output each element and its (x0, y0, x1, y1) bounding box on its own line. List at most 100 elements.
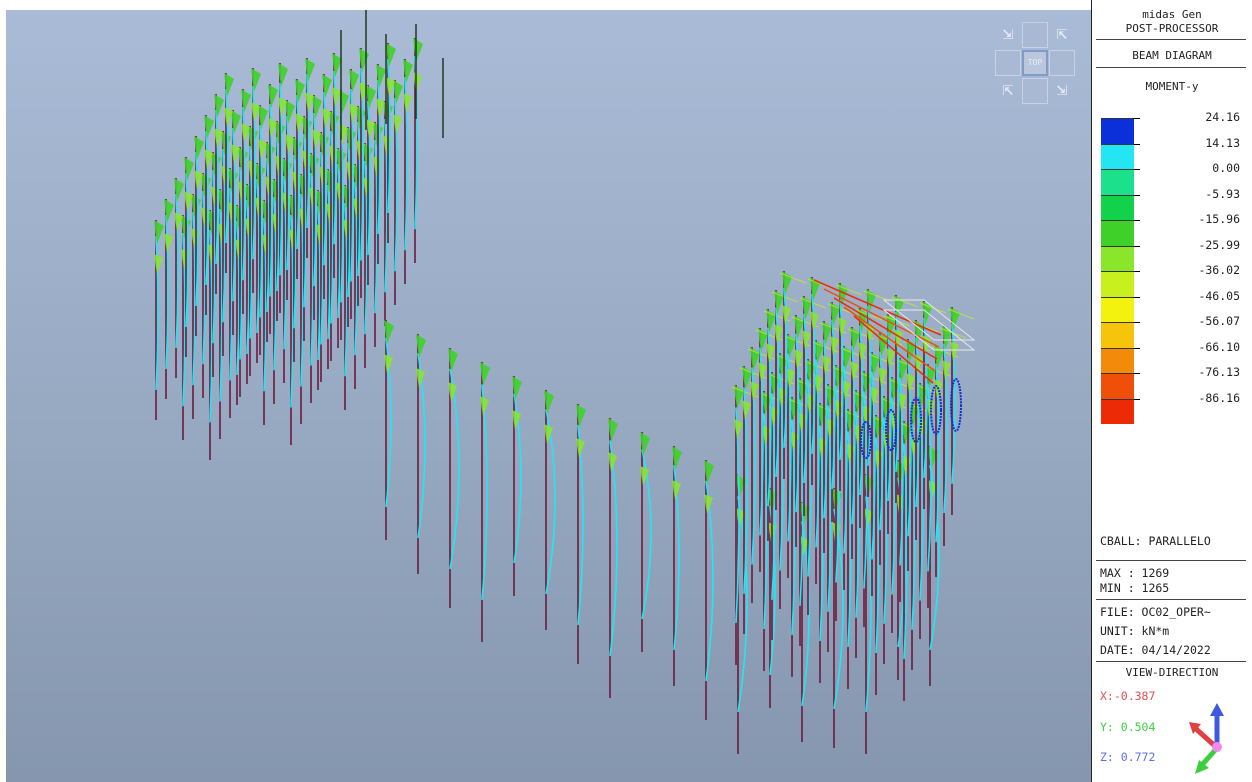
moment-diagram-wedge[interactable] (241, 123, 250, 143)
moment-diagram-wedge[interactable] (214, 128, 223, 148)
moment-diagram-curve[interactable] (811, 293, 816, 454)
moment-diagram-wedge[interactable] (194, 170, 203, 190)
moment-diagram-wedge[interactable] (842, 380, 851, 400)
moment-diagram-wedge[interactable] (278, 97, 287, 117)
moment-diagram-wedge[interactable] (950, 341, 959, 361)
moment-diagram-wedge[interactable] (184, 157, 194, 181)
moment-diagram-wedge[interactable] (384, 354, 393, 374)
moment-diagram-curve[interactable] (165, 214, 169, 370)
moment-diagram-curve[interactable] (347, 142, 351, 298)
view-cube-face-right[interactable] (1049, 50, 1075, 76)
moment-diagram-wedge[interactable] (258, 105, 268, 129)
moment-diagram-wedge[interactable] (204, 149, 213, 169)
moment-diagram-curve[interactable] (737, 496, 748, 713)
moment-diagram-curve[interactable] (225, 88, 229, 244)
moment-diagram-wedge[interactable] (231, 110, 241, 134)
moment-diagram-wedge[interactable] (906, 373, 915, 393)
moment-diagram-wedge[interactable] (838, 317, 847, 337)
moment-diagram-wedge[interactable] (878, 367, 887, 387)
moment-diagram-wedge[interactable] (544, 424, 553, 444)
moment-diagram-wedge[interactable] (349, 69, 359, 93)
view-cube[interactable]: ⇲ ⇱ TOP ⇱ ⇲ (991, 22, 1081, 112)
moment-diagram-wedge[interactable] (794, 349, 803, 369)
moment-diagram-curve[interactable] (296, 94, 300, 250)
critical-moment-line[interactable] (853, 315, 934, 384)
moment-diagram-wedge[interactable] (576, 438, 585, 458)
moment-diagram-wedge[interactable] (251, 68, 261, 92)
moment-diagram-wedge[interactable] (386, 77, 395, 97)
critical-moment-line[interactable] (823, 288, 940, 348)
moment-diagram-wedge[interactable] (672, 446, 682, 470)
moment-diagram-curve[interactable] (783, 287, 788, 448)
moment-diagram-wedge[interactable] (332, 53, 342, 77)
moment-diagram-wedge[interactable] (480, 396, 489, 416)
critical-moment-line[interactable] (833, 297, 938, 360)
moment-diagram-curve[interactable] (337, 163, 341, 319)
moment-diagram-curve[interactable] (205, 130, 209, 286)
positive-moment-diagram[interactable] (950, 378, 962, 432)
moment-diagram-wedge[interactable] (640, 466, 649, 486)
moment-diagram-wedge[interactable] (164, 233, 173, 253)
moment-diagram-wedge[interactable] (154, 254, 163, 274)
moment-diagram-curve[interactable] (215, 109, 219, 265)
moment-diagram-wedge[interactable] (231, 144, 240, 164)
moment-diagram-curve[interactable] (246, 199, 250, 355)
moment-diagram-curve[interactable] (951, 323, 956, 484)
moment-diagram-wedge[interactable] (285, 100, 295, 124)
moment-diagram-wedge[interactable] (366, 85, 376, 109)
moment-diagram-wedge[interactable] (870, 386, 879, 406)
moment-diagram-wedge[interactable] (295, 113, 304, 133)
moment-diagram-curve[interactable] (306, 73, 310, 229)
moment-diagram-wedge[interactable] (886, 348, 895, 368)
moment-diagram-curve[interactable] (185, 172, 189, 328)
moment-diagram-curve[interactable] (377, 79, 381, 235)
moment-diagram-wedge[interactable] (384, 320, 394, 344)
moment-diagram-wedge[interactable] (416, 334, 426, 358)
moment-diagram-wedge[interactable] (782, 305, 791, 325)
moment-diagram-wedge[interactable] (241, 89, 251, 113)
moment-diagram-wedge[interactable] (268, 118, 277, 138)
critical-moment-line[interactable] (843, 306, 936, 372)
moment-diagram-wedge[interactable] (295, 79, 305, 103)
moment-diagram-curve[interactable] (327, 184, 331, 340)
moment-diagram-wedge[interactable] (704, 460, 714, 484)
moment-diagram-wedge[interactable] (164, 199, 174, 223)
moment-diagram-curve[interactable] (387, 58, 391, 214)
moment-diagram-wedge[interactable] (174, 178, 184, 202)
moment-diagram-wedge[interactable] (393, 80, 403, 104)
view-cube-face-front[interactable] (1022, 78, 1048, 104)
positive-moment-diagram[interactable] (930, 385, 942, 435)
moment-diagram-wedge[interactable] (204, 115, 214, 139)
moment-diagram-wedge[interactable] (224, 107, 233, 127)
moment-diagram-wedge[interactable] (640, 432, 650, 456)
moment-diagram-wedge[interactable] (224, 73, 234, 97)
moment-diagram-wedge[interactable] (184, 191, 193, 211)
moment-diagram-wedge[interactable] (305, 58, 315, 82)
beam-element[interactable] (891, 296, 919, 308)
view-cube-corner-nw-icon[interactable]: ⇲ (1002, 23, 1014, 44)
moment-diagram-wedge[interactable] (766, 343, 775, 363)
moment-diagram-curve[interactable] (923, 317, 928, 478)
moment-diagram-wedge[interactable] (448, 348, 458, 372)
critical-moment-line[interactable] (813, 279, 942, 336)
positive-moment-diagram[interactable] (885, 409, 897, 451)
moment-diagram-wedge[interactable] (285, 134, 294, 154)
moment-diagram-wedge[interactable] (403, 93, 412, 113)
moment-diagram-curve[interactable] (839, 299, 844, 460)
moment-diagram-wedge[interactable] (322, 74, 332, 98)
moment-diagram-wedge[interactable] (742, 400, 751, 420)
moment-diagram-wedge[interactable] (814, 374, 823, 394)
moment-diagram-curve[interactable] (266, 157, 270, 313)
moment-diagram-wedge[interactable] (366, 119, 375, 139)
moment-diagram-wedge[interactable] (332, 87, 341, 107)
moment-diagram-wedge[interactable] (858, 342, 867, 362)
moment-diagram-curve[interactable] (367, 100, 371, 256)
beam-element[interactable] (779, 272, 807, 284)
moment-diagram-wedge[interactable] (544, 390, 554, 414)
positive-moment-diagram[interactable] (910, 397, 922, 443)
moment-diagram-curve[interactable] (175, 193, 179, 349)
moment-diagram-wedge[interactable] (258, 139, 267, 159)
moment-diagram-wedge[interactable] (704, 494, 713, 514)
moment-diagram-wedge[interactable] (251, 102, 260, 122)
moment-diagram-wedge[interactable] (942, 360, 951, 380)
